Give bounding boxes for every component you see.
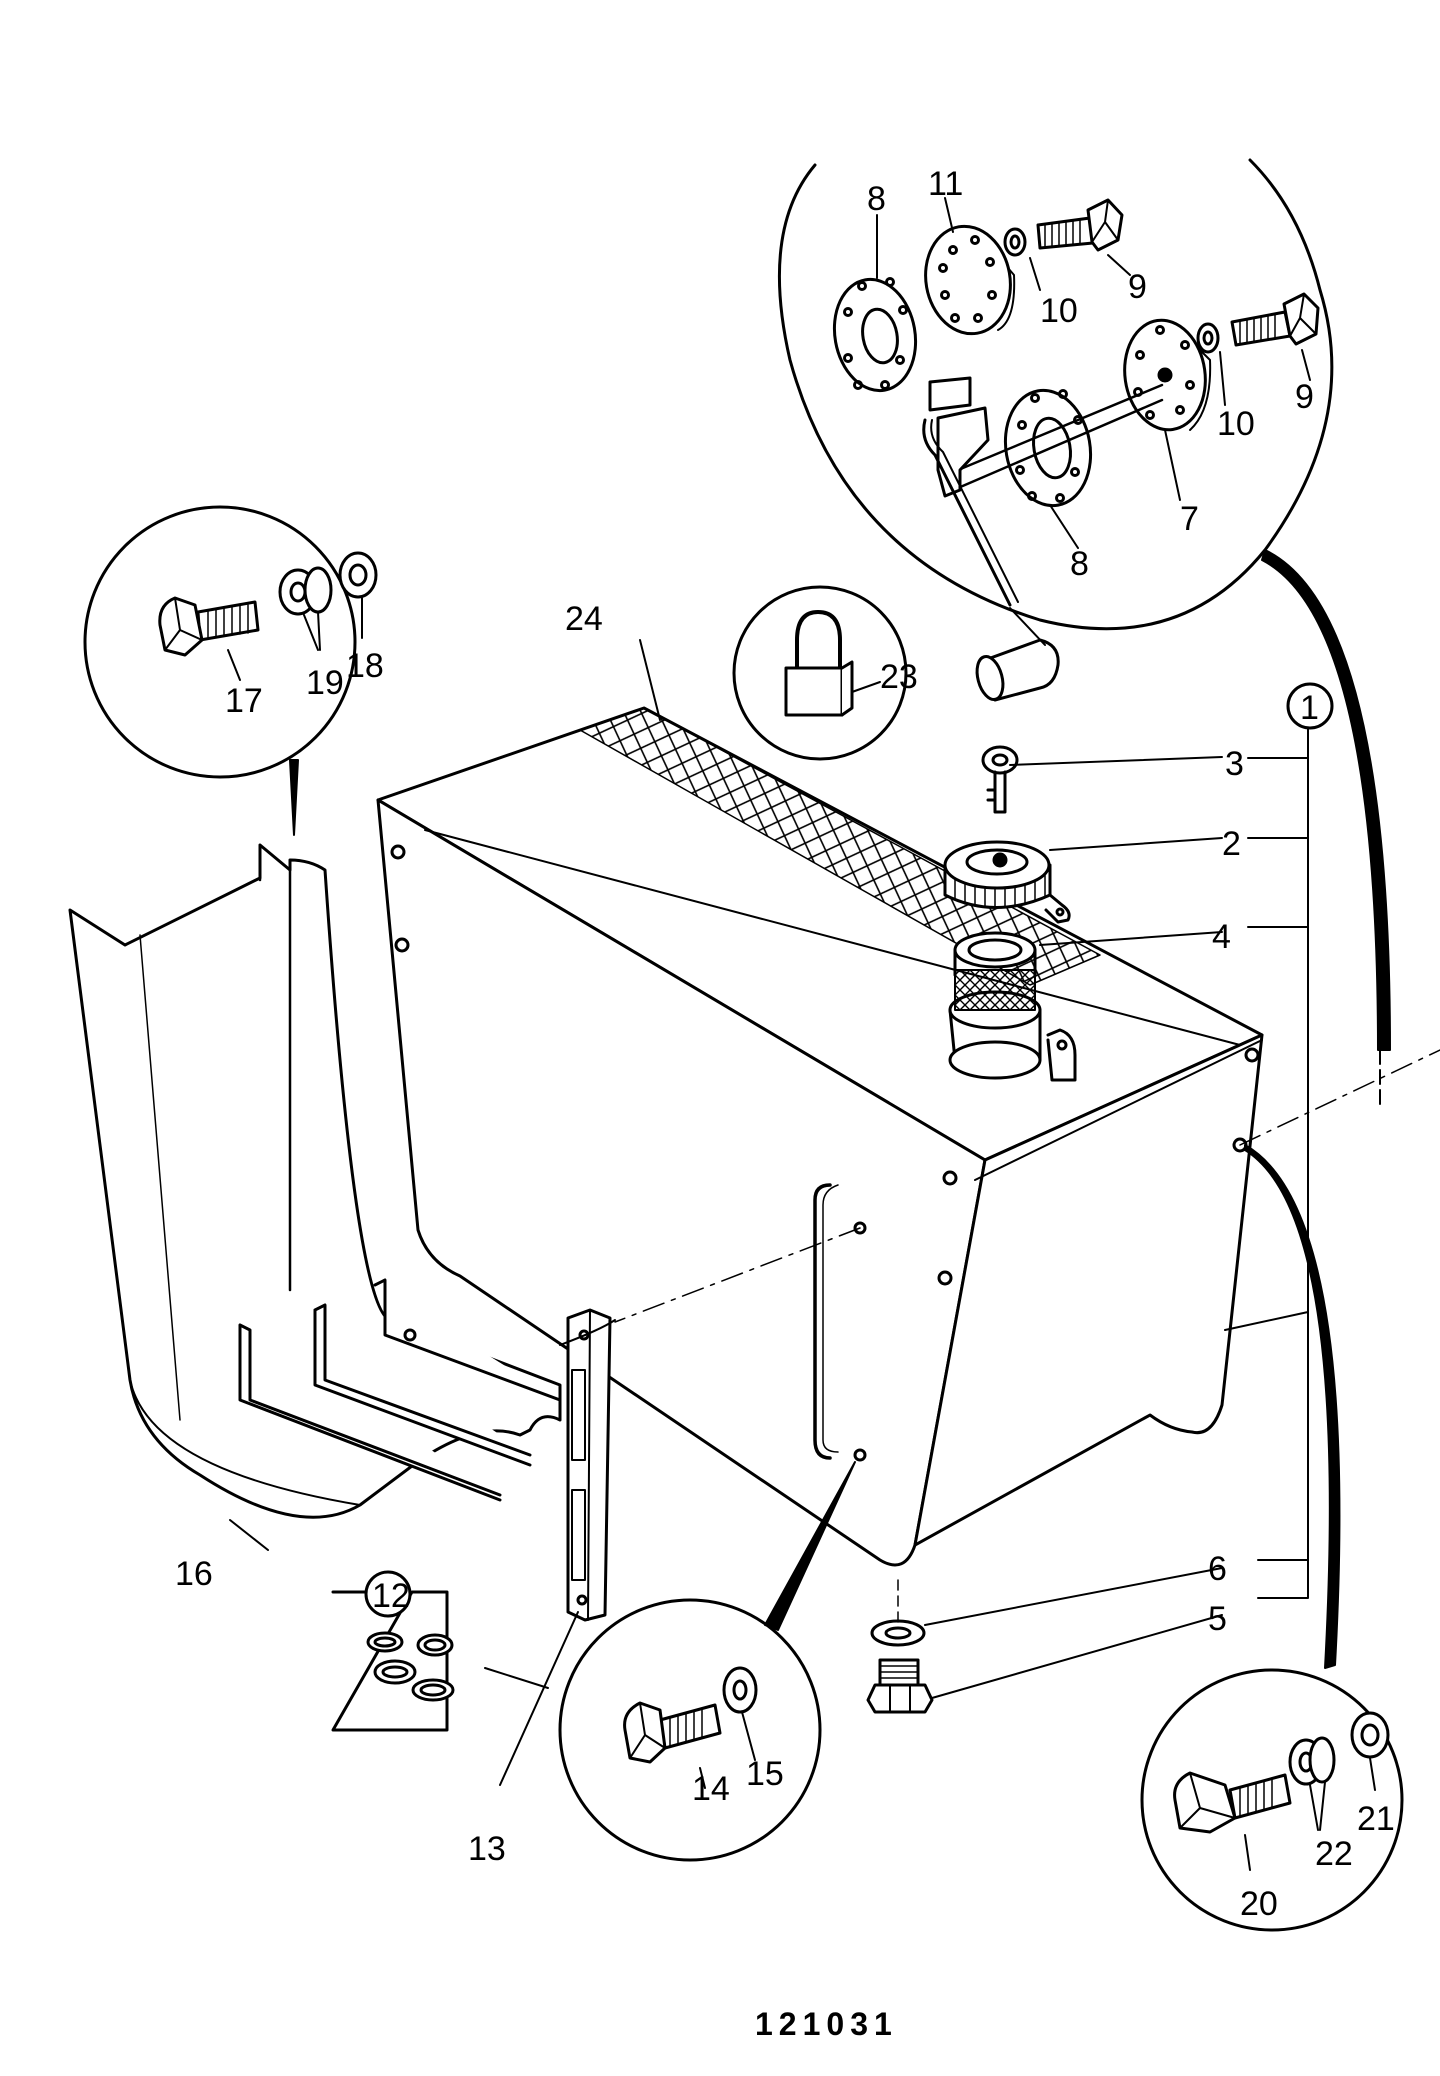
drain-plug-assembly [866,1619,934,1714]
callout-12: 12 [372,1577,410,1615]
callout-11: 11 [928,165,963,203]
mounting-strap [566,1308,612,1622]
callout-24: 24 [565,600,603,638]
callout-21: 21 [1357,1800,1395,1838]
key-icon [981,745,1019,814]
guard-bolt-kit-callout [83,505,378,779]
hydraulic-tank [376,706,1264,1567]
callout-2: 2 [1222,825,1241,863]
callout-13: 13 [468,1830,506,1868]
sender-detail-callout [777,158,1334,702]
padlock-icon [784,610,854,717]
callout-6: 6 [1208,1550,1227,1588]
filler-assembly [943,840,1077,1082]
gasket [832,277,918,393]
callout-14: 14 [692,1770,730,1808]
callout-10-right: 10 [1217,405,1255,443]
callout-16: 16 [175,1555,213,1593]
callout-19: 19 [306,664,344,702]
strap-bolt-kit-callout [558,1598,822,1862]
callout-circle-12 [364,1570,412,1618]
callout-4: 4 [1212,918,1231,956]
callout-23: 23 [880,658,918,696]
callout-3: 3 [1225,745,1244,783]
side-guard [68,843,562,1519]
callout-labels: 1 3 2 4 6 5 7 8 8 9 9 10 10 11 12 13 14 … [175,165,1395,2042]
callout-1: 1 [1300,689,1319,727]
drawing-number: 121031 [755,2006,898,2042]
callout-15: 15 [746,1755,784,1793]
callout-18: 18 [346,647,384,685]
callout-17: 17 [225,682,263,720]
callout-9-top: 9 [1128,268,1147,306]
callout-20: 20 [1240,1885,1278,1923]
callout-10-top: 10 [1040,292,1078,330]
padlock-callout [732,585,908,761]
callout-5: 5 [1208,1600,1227,1638]
callout-7: 7 [1180,500,1199,538]
callout-9-right: 9 [1295,378,1314,416]
callout-circle-1 [1286,682,1334,730]
cover-plate [924,224,1016,336]
callout-22: 22 [1315,1835,1353,1873]
anti-slip-plate [579,707,1101,986]
callout-8-top: 8 [867,180,886,218]
callout-8-lower: 8 [1070,545,1089,583]
tank-bolt-kit-callout [1140,1668,1404,1932]
seal-kit-callout [331,1590,455,1732]
